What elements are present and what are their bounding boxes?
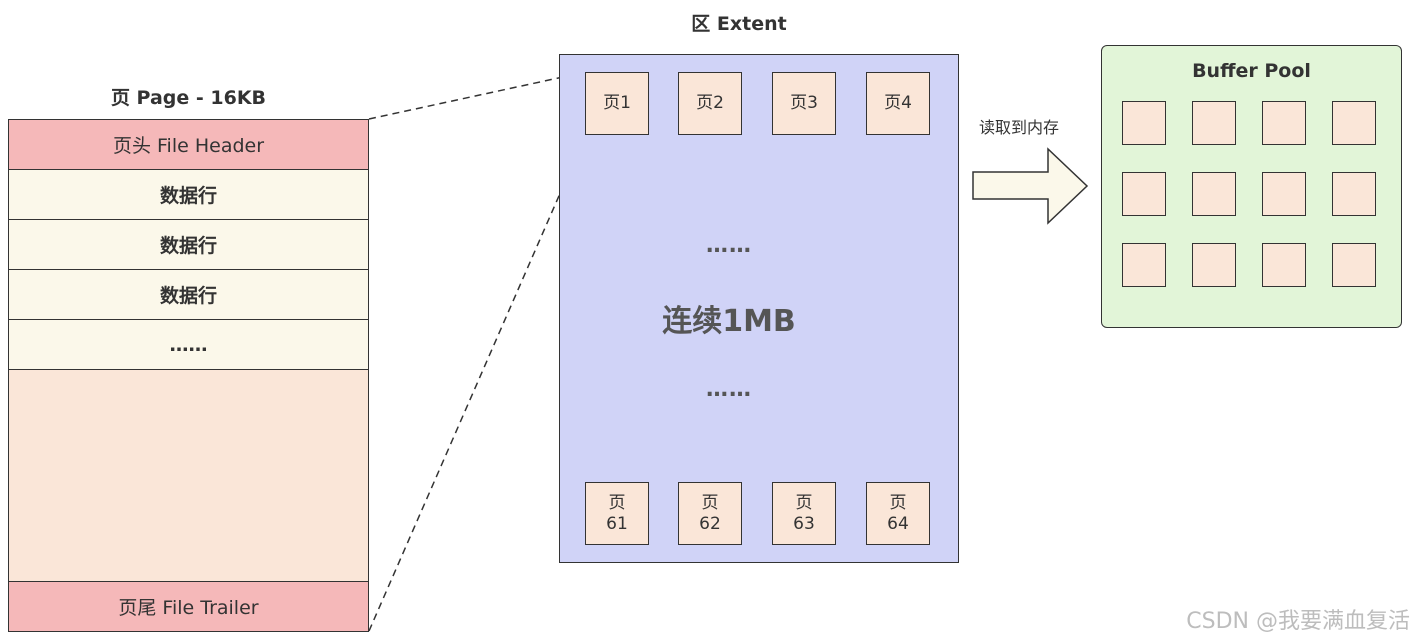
buffer-pool: Buffer Pool [1101, 45, 1402, 328]
data-row: 数据行 [9, 220, 368, 270]
read-into-memory-arrow [972, 147, 1089, 225]
cell-line: 页 [889, 492, 907, 513]
extent-title: 区 Extent [691, 13, 787, 35]
extent-center-label: 连续1MB [662, 304, 796, 339]
extent-page-cell: 页3 [772, 72, 836, 135]
data-row: 数据行 [9, 270, 368, 320]
page-file-trailer: 页尾 File Trailer [9, 581, 368, 631]
cell-line: 63 [793, 513, 815, 534]
buffer-pool-page-slot [1122, 101, 1166, 145]
data-row: 数据行 [9, 170, 368, 220]
watermark: CSDN @我要满血复活 [1186, 609, 1410, 634]
cell-line: 62 [699, 513, 721, 534]
buffer-pool-page-slot [1192, 101, 1236, 145]
buffer-pool-page-slot [1332, 243, 1376, 287]
cell-line: 64 [887, 513, 909, 534]
buffer-pool-title: Buffer Pool [1192, 60, 1311, 82]
connector-line-top [368, 71, 587, 120]
extent-page-cell: 页2 [678, 72, 742, 135]
buffer-pool-page-slot [1332, 101, 1376, 145]
buffer-pool-page-slot [1262, 101, 1306, 145]
buffer-pool-page-slot [1332, 172, 1376, 216]
buffer-pool-page-slot [1192, 243, 1236, 287]
page-structure: 页头 File Header 数据行 数据行 数据行 …… 页尾 File Tr… [8, 119, 369, 632]
buffer-pool-page-slot [1192, 172, 1236, 216]
page-title: 页 Page - 16KB [110, 87, 267, 109]
extent-page-cell: 页4 [866, 72, 930, 135]
arrow-label: 读取到内存 [979, 118, 1060, 137]
extent-ellipsis-top: …… [706, 233, 752, 258]
cell-line: 页 [701, 492, 719, 513]
cell-line: 61 [606, 513, 628, 534]
extent-page-cell: 页1 [585, 72, 649, 135]
cell-line: 页 [608, 492, 626, 513]
buffer-pool-page-slot [1262, 243, 1306, 287]
page-file-header: 页头 File Header [9, 120, 368, 170]
data-row-ellipsis: …… [9, 320, 368, 370]
buffer-pool-page-slot [1122, 172, 1166, 216]
cell-line: 页 [795, 492, 813, 513]
buffer-pool-page-slot [1262, 172, 1306, 216]
extent-ellipsis-bottom: …… [706, 377, 752, 402]
connector-line-bottom [368, 133, 587, 632]
buffer-pool-page-slot [1122, 243, 1166, 287]
